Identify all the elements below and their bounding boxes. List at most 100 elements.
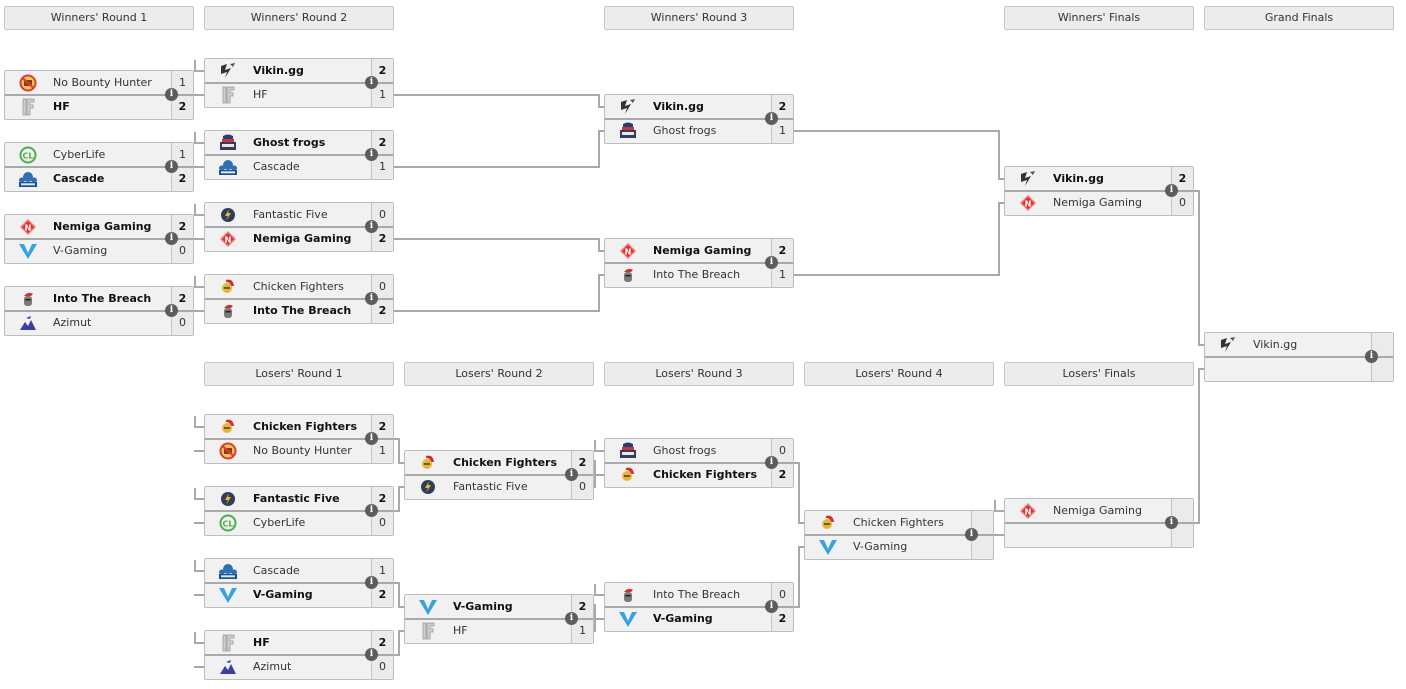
match-info-icon[interactable]: i bbox=[365, 148, 378, 161]
team-score: 0 bbox=[371, 511, 393, 535]
match-info-icon[interactable]: i bbox=[165, 88, 178, 101]
match-info-icon[interactable]: i bbox=[165, 232, 178, 245]
team-score: 0 bbox=[371, 275, 393, 299]
match-info-icon[interactable]: i bbox=[765, 456, 778, 469]
match-info-icon[interactable]: i bbox=[965, 528, 978, 541]
match-info-icon[interactable]: i bbox=[365, 648, 378, 661]
team-name: Cascade bbox=[253, 160, 300, 173]
connector-line bbox=[194, 94, 198, 96]
match-info-icon[interactable]: i bbox=[365, 432, 378, 445]
nbh-logo-icon bbox=[217, 442, 239, 460]
match-info-icon[interactable]: i bbox=[165, 304, 178, 317]
match-info-icon[interactable]: i bbox=[1165, 184, 1178, 197]
match-slot-bot[interactable]: V-Gaming bbox=[805, 535, 993, 559]
match-info-icon[interactable]: i bbox=[365, 292, 378, 305]
connector-line bbox=[194, 488, 196, 500]
chicken-logo-icon bbox=[417, 454, 439, 472]
team-score: 1 bbox=[571, 619, 593, 643]
connector-line bbox=[394, 510, 398, 512]
match-slot-top[interactable]: Vikin.gg bbox=[1205, 333, 1393, 357]
match-info-icon[interactable]: i bbox=[765, 600, 778, 613]
match-info-icon[interactable]: i bbox=[1365, 350, 1378, 363]
match-info-icon[interactable]: i bbox=[565, 468, 578, 481]
match-info-icon[interactable]: i bbox=[1165, 516, 1178, 529]
match-info-icon[interactable]: i bbox=[765, 256, 778, 269]
match-info-icon[interactable]: i bbox=[365, 76, 378, 89]
match-info-icon[interactable]: i bbox=[365, 576, 378, 589]
match-slot-bot[interactable] bbox=[1005, 523, 1193, 547]
match-info-icon[interactable]: i bbox=[565, 612, 578, 625]
match-info-icon[interactable]: i bbox=[365, 220, 378, 233]
match-info-icon[interactable]: i bbox=[165, 160, 178, 173]
team-name: Nemiga Gaming bbox=[653, 244, 752, 257]
match-info-icon[interactable]: i bbox=[765, 112, 778, 125]
match-info-icon[interactable]: i bbox=[365, 504, 378, 517]
match-divider bbox=[1205, 356, 1393, 358]
connector-line bbox=[194, 310, 198, 312]
match-slot-bot[interactable] bbox=[1205, 357, 1393, 381]
match-slot-top[interactable]: Chicken Fighters bbox=[805, 511, 993, 535]
